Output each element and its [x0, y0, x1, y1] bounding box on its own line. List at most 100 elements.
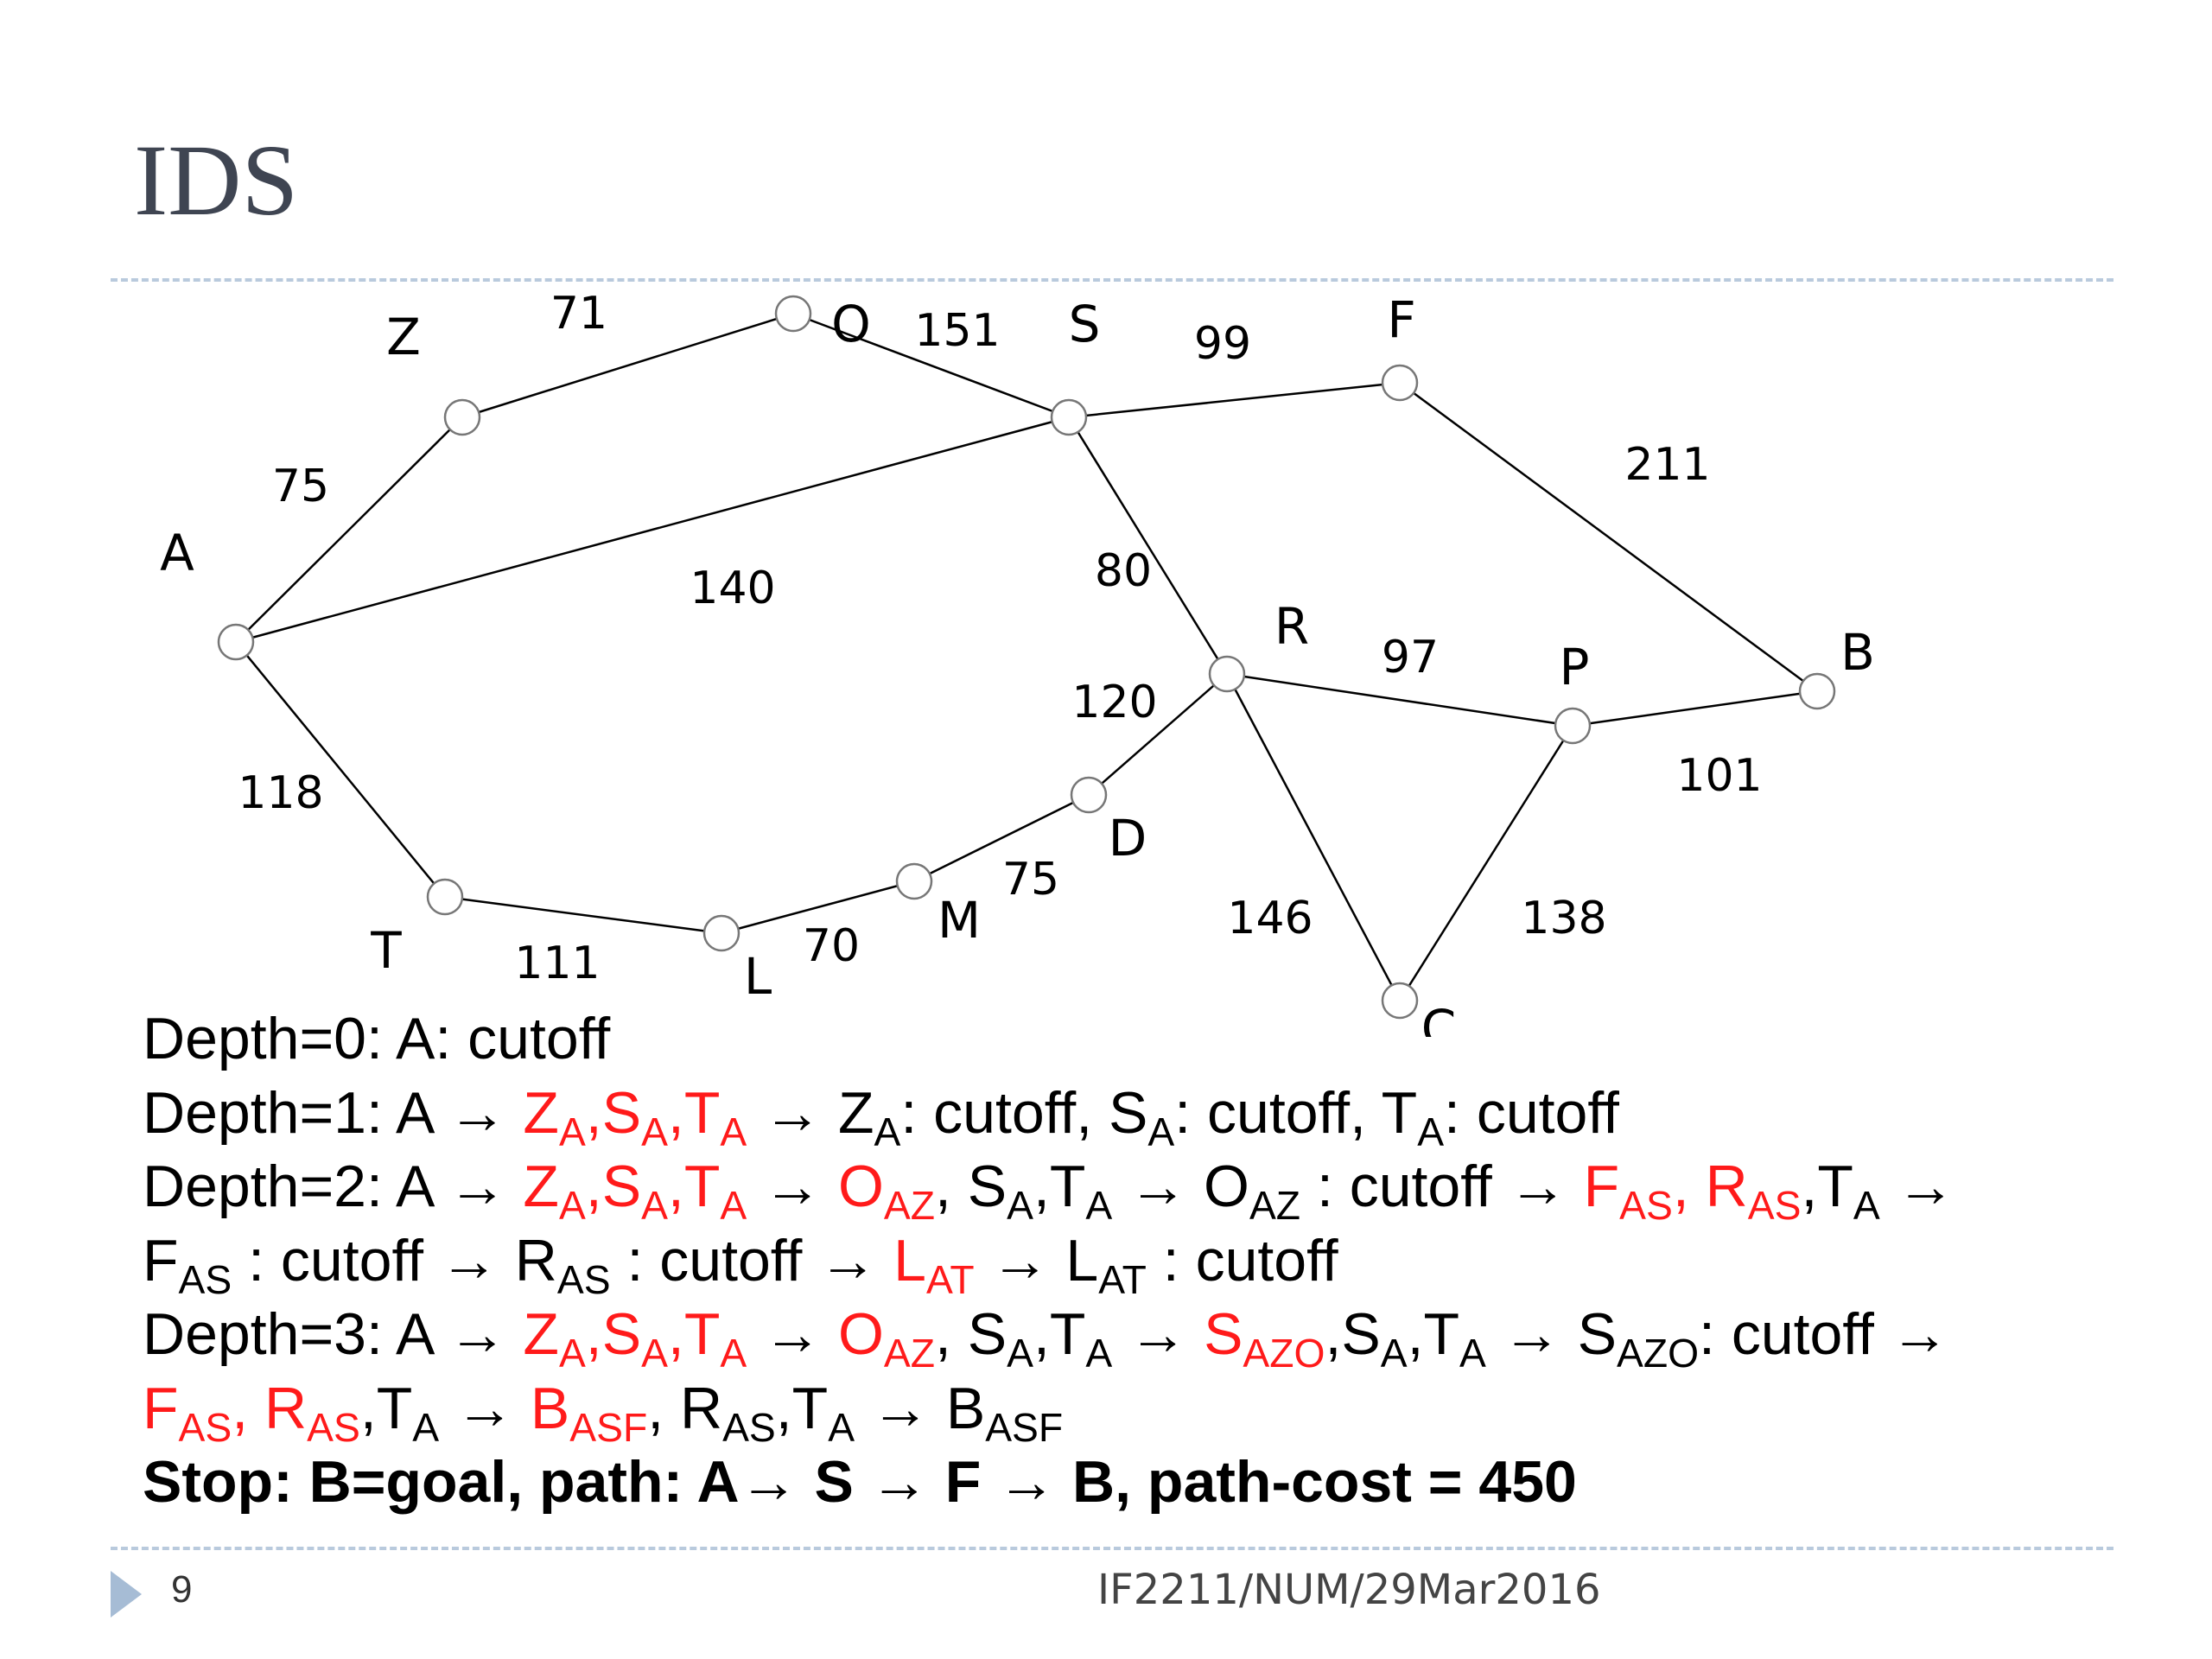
edge-R-P	[1226, 672, 1573, 728]
node-M	[895, 862, 933, 900]
footer-text: IF2211/NUM/29Mar2016	[1097, 1566, 1601, 1614]
node-A	[217, 623, 255, 661]
edge-weight-O-S: 151	[914, 305, 1000, 357]
trace-segment: : cutoff, S	[900, 1079, 1148, 1146]
trace-segment: BASF	[530, 1375, 648, 1450]
edge-M-L	[721, 880, 915, 935]
edge-weight-A-S: 140	[690, 563, 775, 614]
trace-line-0: Depth=0: A: cutoff	[143, 1002, 1955, 1077]
trace-segment: A	[1853, 1182, 1880, 1228]
node-S	[1050, 398, 1088, 436]
edge-S-R	[1067, 416, 1229, 675]
trace-segment: →	[1112, 1301, 1205, 1367]
edge-weight-D-M: 75	[1002, 854, 1059, 906]
trace-segment: →	[747, 1154, 838, 1219]
trace-segment: LAT	[893, 1227, 975, 1302]
trace-segment: OAZ	[838, 1301, 935, 1376]
trace-segment: SA	[601, 1301, 668, 1376]
node-label-M: M	[938, 891, 981, 950]
trace-segment: Depth=2: A →	[143, 1154, 524, 1219]
trace-segment: ,T	[1801, 1154, 1853, 1219]
trace-segment: TA	[683, 1154, 747, 1228]
trace-segment: ,	[585, 1154, 602, 1219]
trace-segment: ZA	[523, 1154, 586, 1228]
trace-segment: TA	[683, 1301, 747, 1376]
slide-title: IDS	[134, 124, 299, 237]
edge-weight-A-Z: 75	[272, 461, 329, 512]
trace-segment: ZA	[523, 1301, 586, 1376]
edge-A-Z	[235, 416, 463, 643]
edge-weight-L-T: 111	[514, 938, 600, 989]
node-label-A: A	[160, 524, 194, 582]
edge-weight-R-C: 146	[1227, 893, 1313, 944]
trace-segment: ,T	[775, 1375, 829, 1441]
node-label-L: L	[744, 947, 772, 1006]
trace-segment: RAS	[1705, 1154, 1802, 1228]
edge-D-M	[913, 793, 1090, 883]
node-label-O: O	[831, 295, 871, 353]
trace-segment: AS	[722, 1404, 776, 1450]
trace-segment: ,	[667, 1301, 684, 1367]
edge-S-F	[1068, 381, 1401, 419]
trace-segment: AZO	[1616, 1330, 1700, 1376]
trace-line-3: FAS : cutoff → RAS : cutoff → LAT → LAT …	[143, 1224, 1955, 1302]
trace-segment: OAZ	[838, 1154, 935, 1228]
trace-segment: ,	[232, 1375, 265, 1441]
trace-segment: Depth=1: A →	[143, 1079, 524, 1146]
trace-segment: : cutoff →	[1300, 1154, 1584, 1219]
trace-segment: A	[1007, 1330, 1033, 1376]
trace-segment: A	[1085, 1330, 1113, 1376]
node-label-D: D	[1109, 809, 1147, 868]
edge-weight-R-P: 97	[1382, 632, 1439, 683]
top-divider	[111, 278, 2113, 282]
play-arrow-icon	[111, 1571, 142, 1618]
edge-R-D	[1088, 673, 1228, 796]
trace-line-1: Depth=1: A → ZA,SA,TA → ZA: cutoff, SA: …	[143, 1077, 1955, 1154]
stop-line: Stop: B=goal, path: A→ S → F → B, path-c…	[143, 1449, 1577, 1515]
node-label-Z: Z	[386, 308, 421, 366]
node-F	[1381, 364, 1419, 402]
trace-segment: A	[1459, 1330, 1486, 1376]
trace-segment: A	[1007, 1182, 1033, 1228]
trace-segment: A	[1147, 1109, 1175, 1154]
node-L	[702, 914, 741, 952]
edge-weight-T-A: 118	[238, 767, 323, 819]
trace-segment: ,	[585, 1301, 602, 1367]
edge-Z-O	[461, 312, 794, 419]
trace-segment: FAS	[1583, 1154, 1673, 1228]
page-number: 9	[171, 1568, 193, 1611]
trace-segment: ,	[667, 1079, 684, 1146]
trace-segment: , R	[647, 1375, 723, 1441]
trace-segment: F	[143, 1227, 179, 1294]
node-B	[1798, 672, 1836, 710]
node-P	[1554, 707, 1592, 745]
trace-segment: : cutoff →	[1699, 1301, 1949, 1367]
trace-line-5: FAS, RAS,TA → BASF, RAS,TA → BASF	[143, 1372, 1955, 1450]
edge-F-B	[1399, 381, 1818, 693]
trace-segment: ,T	[1033, 1154, 1086, 1219]
trace-segment: AZ	[1249, 1182, 1301, 1228]
edge-L-T	[444, 895, 722, 935]
edge-weight-P-C: 138	[1521, 893, 1606, 944]
node-C	[1381, 982, 1419, 1020]
edge-weight-M-L: 70	[803, 920, 860, 972]
edge-P-B	[1572, 690, 1818, 728]
node-label-B: B	[1840, 623, 1875, 682]
trace-segment: A	[874, 1109, 901, 1154]
edge-T-A	[235, 641, 446, 898]
trace-segment: → Z	[747, 1079, 874, 1146]
trace-segment: SAZO	[1204, 1301, 1325, 1376]
trace-segment: → S	[1485, 1301, 1617, 1367]
trace-segment: : cutoff, T	[1174, 1079, 1418, 1146]
trace-segment: ASF	[985, 1404, 1064, 1450]
trace-segment: ,	[585, 1079, 602, 1146]
trace-segment: , S	[935, 1154, 1007, 1219]
edge-weight-R-D: 120	[1071, 677, 1157, 728]
edge-weight-S-F: 99	[1194, 318, 1251, 370]
trace-segment: : cutoff → R	[232, 1227, 557, 1294]
trace-segment: ,	[1672, 1154, 1706, 1219]
trace-segment: A	[412, 1404, 440, 1450]
edge-P-C	[1398, 725, 1574, 1001]
trace-line-2: Depth=2: A → ZA,SA,TA → OAZ, SA,TA → OAZ…	[143, 1150, 1955, 1228]
